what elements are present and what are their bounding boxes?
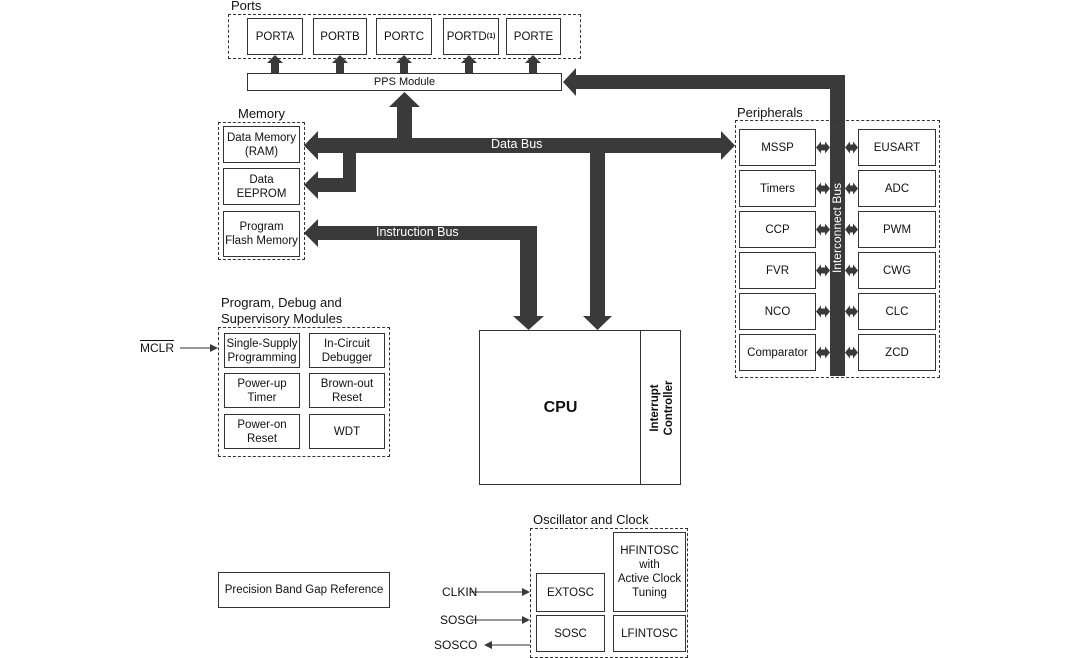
hfintosc: HFINTOSC with Active Clock Tuning	[613, 532, 686, 612]
arrow-portb	[332, 55, 348, 73]
peripheral-nco: NCO	[739, 293, 816, 330]
left-interconnect-arrow	[816, 141, 830, 154]
debug-module-power-on-reset: Power-on Reset	[224, 414, 300, 449]
sosci-pin-label: SOSCI	[440, 613, 478, 627]
port-a: PORTA	[247, 18, 303, 55]
data-memory-ram: Data Memory (RAM)	[223, 126, 300, 163]
port-e: PORTE	[506, 18, 561, 55]
arrow-portd	[461, 55, 477, 73]
right-interconnect-arrow	[845, 223, 858, 236]
peripherals-group	[735, 120, 940, 378]
program-flash-memory: Program Flash Memory	[223, 211, 300, 257]
sosco-pin-label: SOSCO	[434, 638, 478, 652]
clkin-pin-label: CLKIN	[442, 585, 478, 599]
left-interconnect-arrow	[816, 346, 830, 359]
pps-module: PPS Module	[247, 73, 562, 91]
left-interconnect-arrow	[816, 223, 830, 236]
peripheral-fvr: FVR	[739, 252, 816, 289]
instruction-bus-label: Instruction Bus	[376, 225, 459, 239]
data-eeprom: Data EEPROM	[223, 168, 300, 205]
debug-module-power-up-timer: Power-up Timer	[224, 373, 300, 408]
port-c: PORTC	[376, 18, 432, 55]
oscillator-title: Oscillator and Clock	[533, 512, 649, 527]
peripheral-pwm: PWM	[858, 211, 936, 248]
data-bus-to-cpu	[583, 153, 612, 330]
debug-module-single-supply-programming: Single-Supply Programming	[224, 333, 300, 368]
precision-band-gap-reference: Precision Band Gap Reference	[218, 572, 390, 608]
peripheral-comparator: Comparator	[739, 334, 816, 371]
sosci-arrow	[522, 616, 530, 624]
memory-title: Memory	[238, 106, 285, 121]
interconnect-arrows	[816, 141, 858, 359]
debug-module-brown-out-reset: Brown-out Reset	[309, 373, 385, 408]
right-interconnect-arrow	[845, 141, 858, 154]
debug-module-wdt: WDT	[309, 414, 385, 449]
ports-group	[228, 14, 581, 59]
left-interconnect-arrow	[816, 182, 830, 195]
data-bus-label: Data Bus	[491, 137, 543, 151]
peripheral-mssp: MSSP	[739, 129, 816, 166]
peripheral-cwg: CWG	[858, 252, 936, 289]
instruction-bus	[304, 219, 544, 330]
data-bus-to-eeprom	[304, 153, 356, 199]
debug-module-in-circuit-debugger: In-Circuit Debugger	[309, 333, 385, 368]
lfintosc: LFINTOSC	[613, 615, 686, 652]
cpu-label: CPU	[543, 398, 578, 416]
port-d-label: PORTD	[446, 30, 487, 43]
peripheral-clc: CLC	[858, 293, 936, 330]
sosco-arrow	[484, 641, 492, 649]
peripheral-ccp: CCP	[739, 211, 816, 248]
data-bus	[304, 131, 735, 160]
interrupt-controller: Interrupt Controller	[640, 331, 682, 484]
port-d: PORTD(1)	[443, 18, 499, 55]
peripherals-title: Peripherals	[737, 105, 803, 120]
interconnect-bus-label: Interconnect Bus	[830, 182, 844, 274]
right-interconnect-arrow	[845, 305, 858, 318]
cpu-block: CPU Interrupt Controller	[479, 330, 681, 485]
debug-title: Program, Debug and Supervisory Modules	[221, 295, 343, 326]
pps-to-ports-arrows	[267, 55, 541, 73]
arrow-porta	[267, 55, 283, 73]
extosc: EXTOSC	[536, 573, 605, 612]
interrupt-controller-label: Interrupt Controller	[648, 380, 675, 435]
right-interconnect-arrow	[845, 264, 858, 277]
memory-group	[218, 122, 305, 260]
peripheral-eusart: EUSART	[858, 129, 936, 166]
arrow-porte	[525, 55, 541, 73]
clkin-arrow	[522, 588, 530, 596]
arrow-portc	[396, 55, 412, 73]
peripheral-timers: Timers	[739, 170, 816, 207]
debug-group	[218, 327, 390, 457]
port-b: PORTB	[313, 18, 367, 55]
mclr-pin-label: MCLR	[140, 341, 175, 355]
right-interconnect-arrow	[845, 346, 858, 359]
port-d-note: (1)	[486, 32, 496, 40]
mclr-arrow	[210, 344, 218, 352]
sosc: SOSC	[536, 615, 605, 652]
left-interconnect-arrow	[816, 305, 830, 318]
ports-title: Ports	[231, 0, 262, 13]
left-interconnect-arrow	[816, 264, 830, 277]
peripheral-adc: ADC	[858, 170, 936, 207]
peripheral-zcd: ZCD	[858, 334, 936, 371]
data-bus-to-pps	[389, 92, 420, 138]
right-interconnect-arrow	[845, 182, 858, 195]
